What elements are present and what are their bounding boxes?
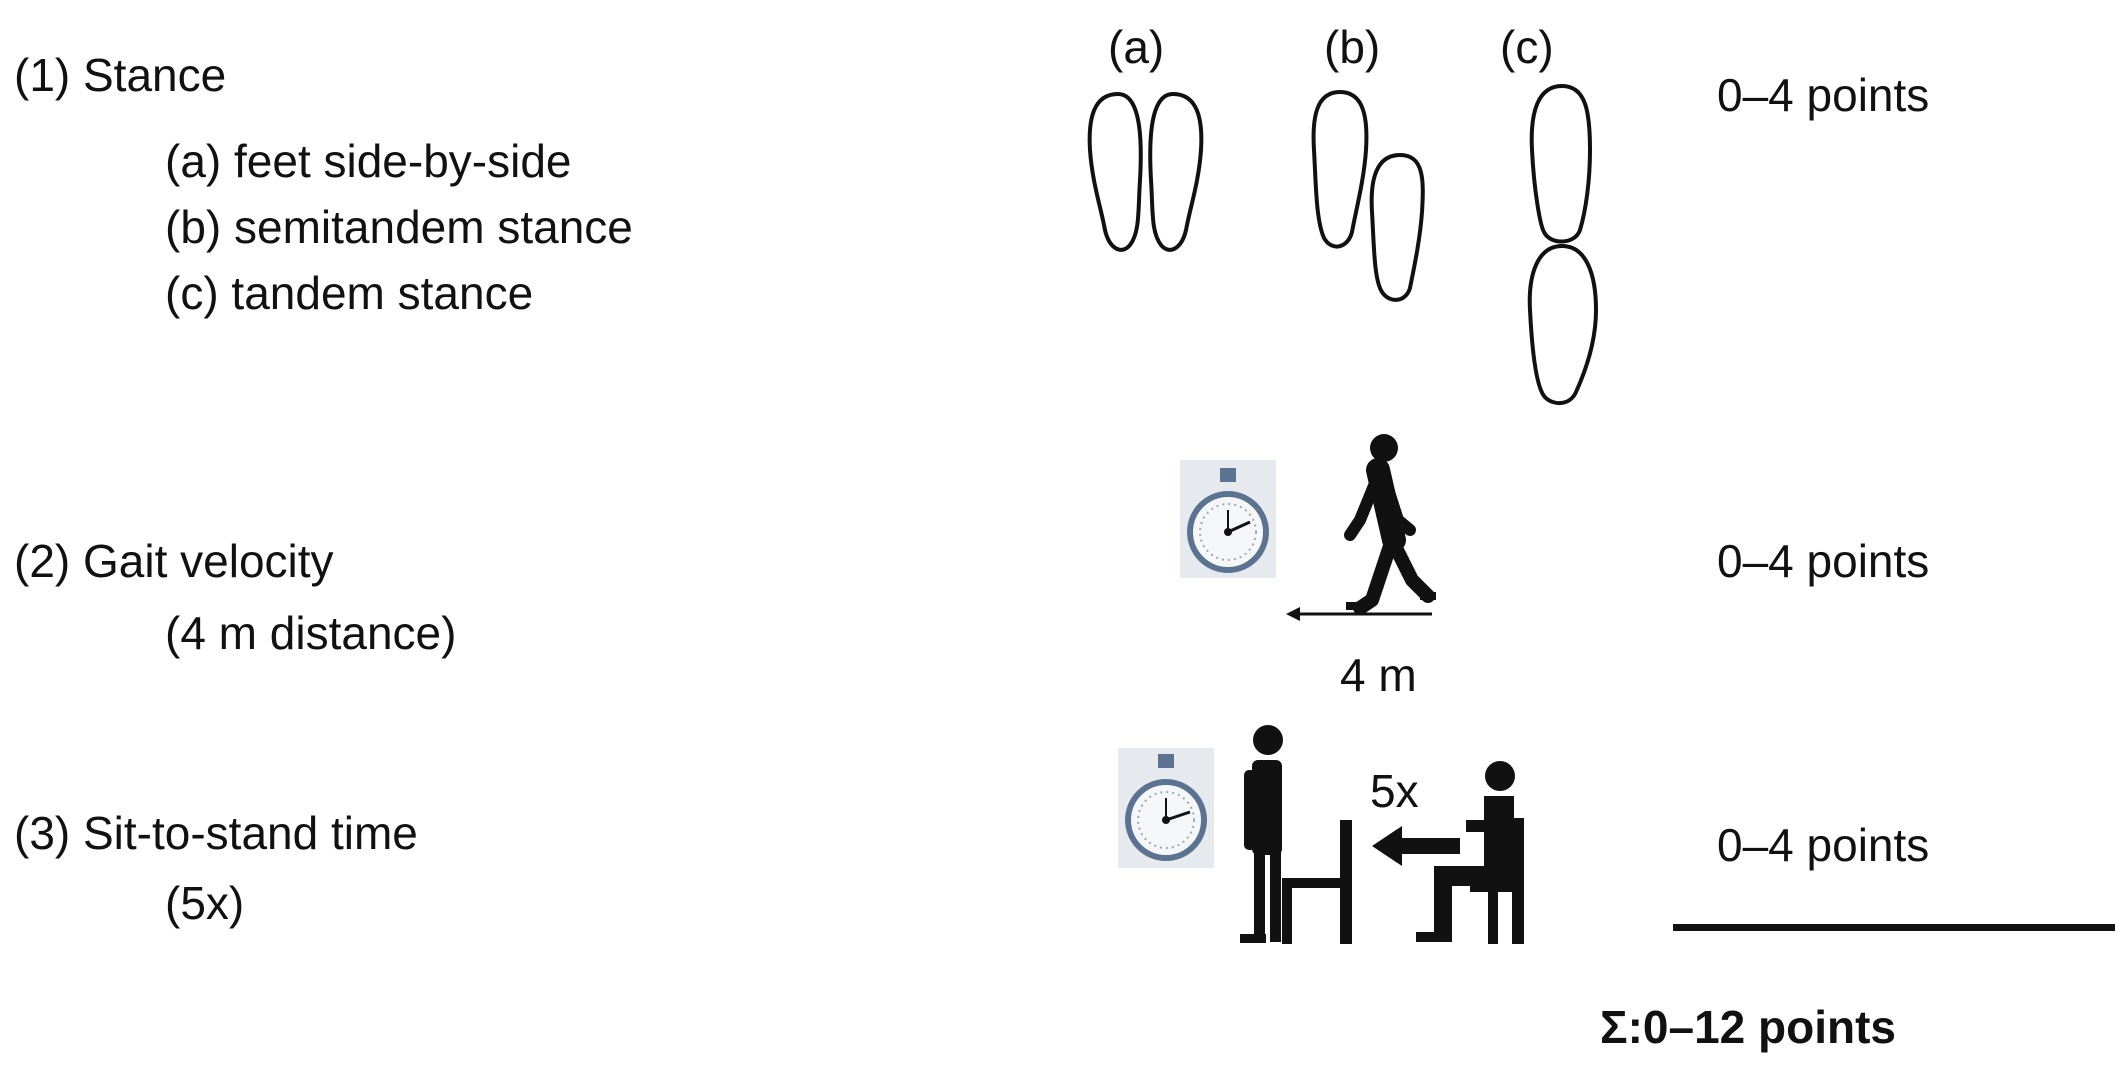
direction-arrow (1372, 826, 1460, 866)
walking-person-icon (1344, 434, 1436, 615)
stance-label-c: (c) (1500, 21, 1554, 73)
standing-person-icon (1240, 725, 1283, 943)
gait-distance-note: (4 m distance) (165, 607, 457, 659)
footprint-icon (1087, 91, 1143, 252)
test-3-label: (3) Sit-to-stand time (14, 807, 418, 859)
test-1-points: 0–4 points (1717, 69, 1930, 121)
footprint-icon (1527, 243, 1599, 405)
stance-label-b: (b) (1324, 21, 1381, 73)
chair-icon (1282, 820, 1352, 944)
test-2-label: (2) Gait velocity (14, 535, 334, 587)
total-points: Σ:0–12 points (1600, 1001, 1897, 1053)
test-3-points: 0–4 points (1717, 819, 1930, 871)
repeat-label: 5x (1370, 765, 1419, 817)
distance-arrow (1286, 607, 1432, 621)
footprint-icon (1369, 152, 1425, 302)
stance-option-b: (b) semitandem stance (165, 201, 633, 253)
test-2-points: 0–4 points (1717, 535, 1930, 587)
sitting-person-icon (1416, 761, 1515, 942)
stance-option-a: (a) feet side-by-side (165, 135, 572, 187)
footprint-icon (1529, 83, 1593, 244)
test-1-label: (1) Stance (14, 49, 227, 101)
footprint-icon (1311, 89, 1369, 249)
stopwatch-icon (1118, 748, 1214, 868)
chair-icon (1470, 818, 1524, 944)
stance-label-a: (a) (1108, 21, 1165, 73)
footprint-icon (1148, 91, 1204, 252)
sit-to-stand-note: (5x) (165, 877, 245, 929)
sum-divider (1673, 924, 2115, 931)
stopwatch-icon (1180, 460, 1276, 578)
stance-option-c: (c) tandem stance (165, 267, 534, 319)
gait-distance-label: 4 m (1340, 649, 1417, 701)
